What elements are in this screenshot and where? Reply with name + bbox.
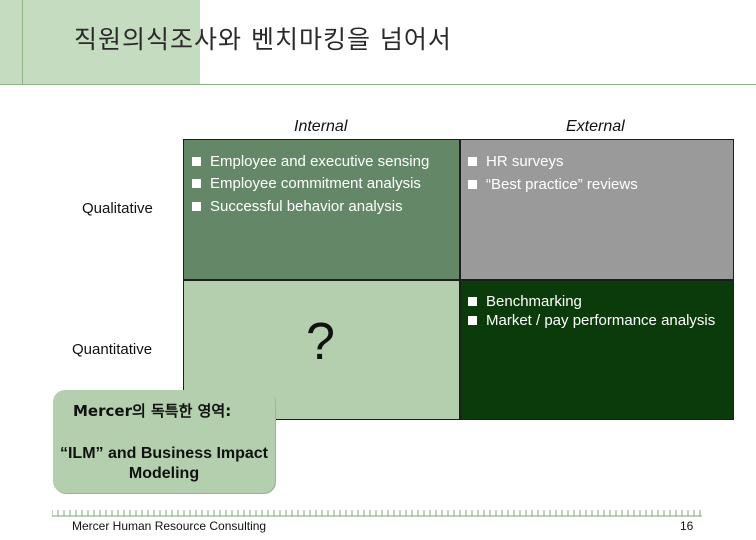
column-header-internal: Internal xyxy=(294,118,348,135)
square-bullet-icon xyxy=(468,297,477,306)
list-item: Employee and executive sensing xyxy=(188,152,456,171)
list-quantitative-external: Benchmarking Market / pay performance an… xyxy=(464,292,732,330)
list-item: “Best practice” reviews xyxy=(464,175,732,194)
footer-company: Mercer Human Resource Consulting xyxy=(72,519,267,533)
list-item: HR surveys xyxy=(464,152,732,171)
footer-ruler xyxy=(52,510,702,517)
callout-heading: Mercer의 독특한 영역: xyxy=(73,402,232,420)
row-header-qualitative: Qualitative xyxy=(82,200,153,217)
list-item: Benchmarking xyxy=(464,292,732,311)
list-item-text: Benchmarking xyxy=(486,293,582,310)
row-header-quantitative: Quantitative xyxy=(72,341,153,358)
header-horizontal-rule xyxy=(0,84,756,85)
list-item-text: HR surveys xyxy=(486,153,564,170)
square-bullet-icon xyxy=(468,316,477,325)
list-qualitative-external: HR surveys “Best practice” reviews xyxy=(464,152,732,198)
header-vertical-rule xyxy=(22,0,23,84)
list-item-text: Successful behavior analysis xyxy=(210,198,403,215)
page-number: 16 xyxy=(680,519,694,533)
cell-qualitative-internal xyxy=(183,139,460,280)
square-bullet-icon xyxy=(192,157,201,166)
square-bullet-icon xyxy=(468,180,477,189)
square-bullet-icon xyxy=(468,157,477,166)
callout-box xyxy=(53,390,275,493)
question-mark: ? xyxy=(306,313,335,371)
callout-body: “ILM” and Business Impact Modeling xyxy=(59,445,269,482)
column-header-external: External xyxy=(566,118,625,135)
list-item: Successful behavior analysis xyxy=(188,197,456,216)
list-item-text: Employee commitment analysis xyxy=(210,175,421,192)
list-item-text: “Best practice” reviews xyxy=(486,176,638,193)
cell-quantitative-external xyxy=(460,280,734,420)
cell-qualitative-external xyxy=(460,139,734,280)
square-bullet-icon xyxy=(192,202,201,211)
header-decor-block xyxy=(0,0,200,84)
list-item-text: Employee and executive sensing xyxy=(210,153,430,170)
list-item: Employee commitment analysis xyxy=(188,174,456,193)
square-bullet-icon xyxy=(192,179,201,188)
list-item-text: Market / pay performance analysis xyxy=(486,312,716,329)
slide-title: 직원의식조사와 벤치마킹을 넘어서 xyxy=(74,25,452,54)
list-qualitative-internal: Employee and executive sensing Employee … xyxy=(188,152,456,220)
list-item: Market / pay performance analysis xyxy=(464,311,732,330)
